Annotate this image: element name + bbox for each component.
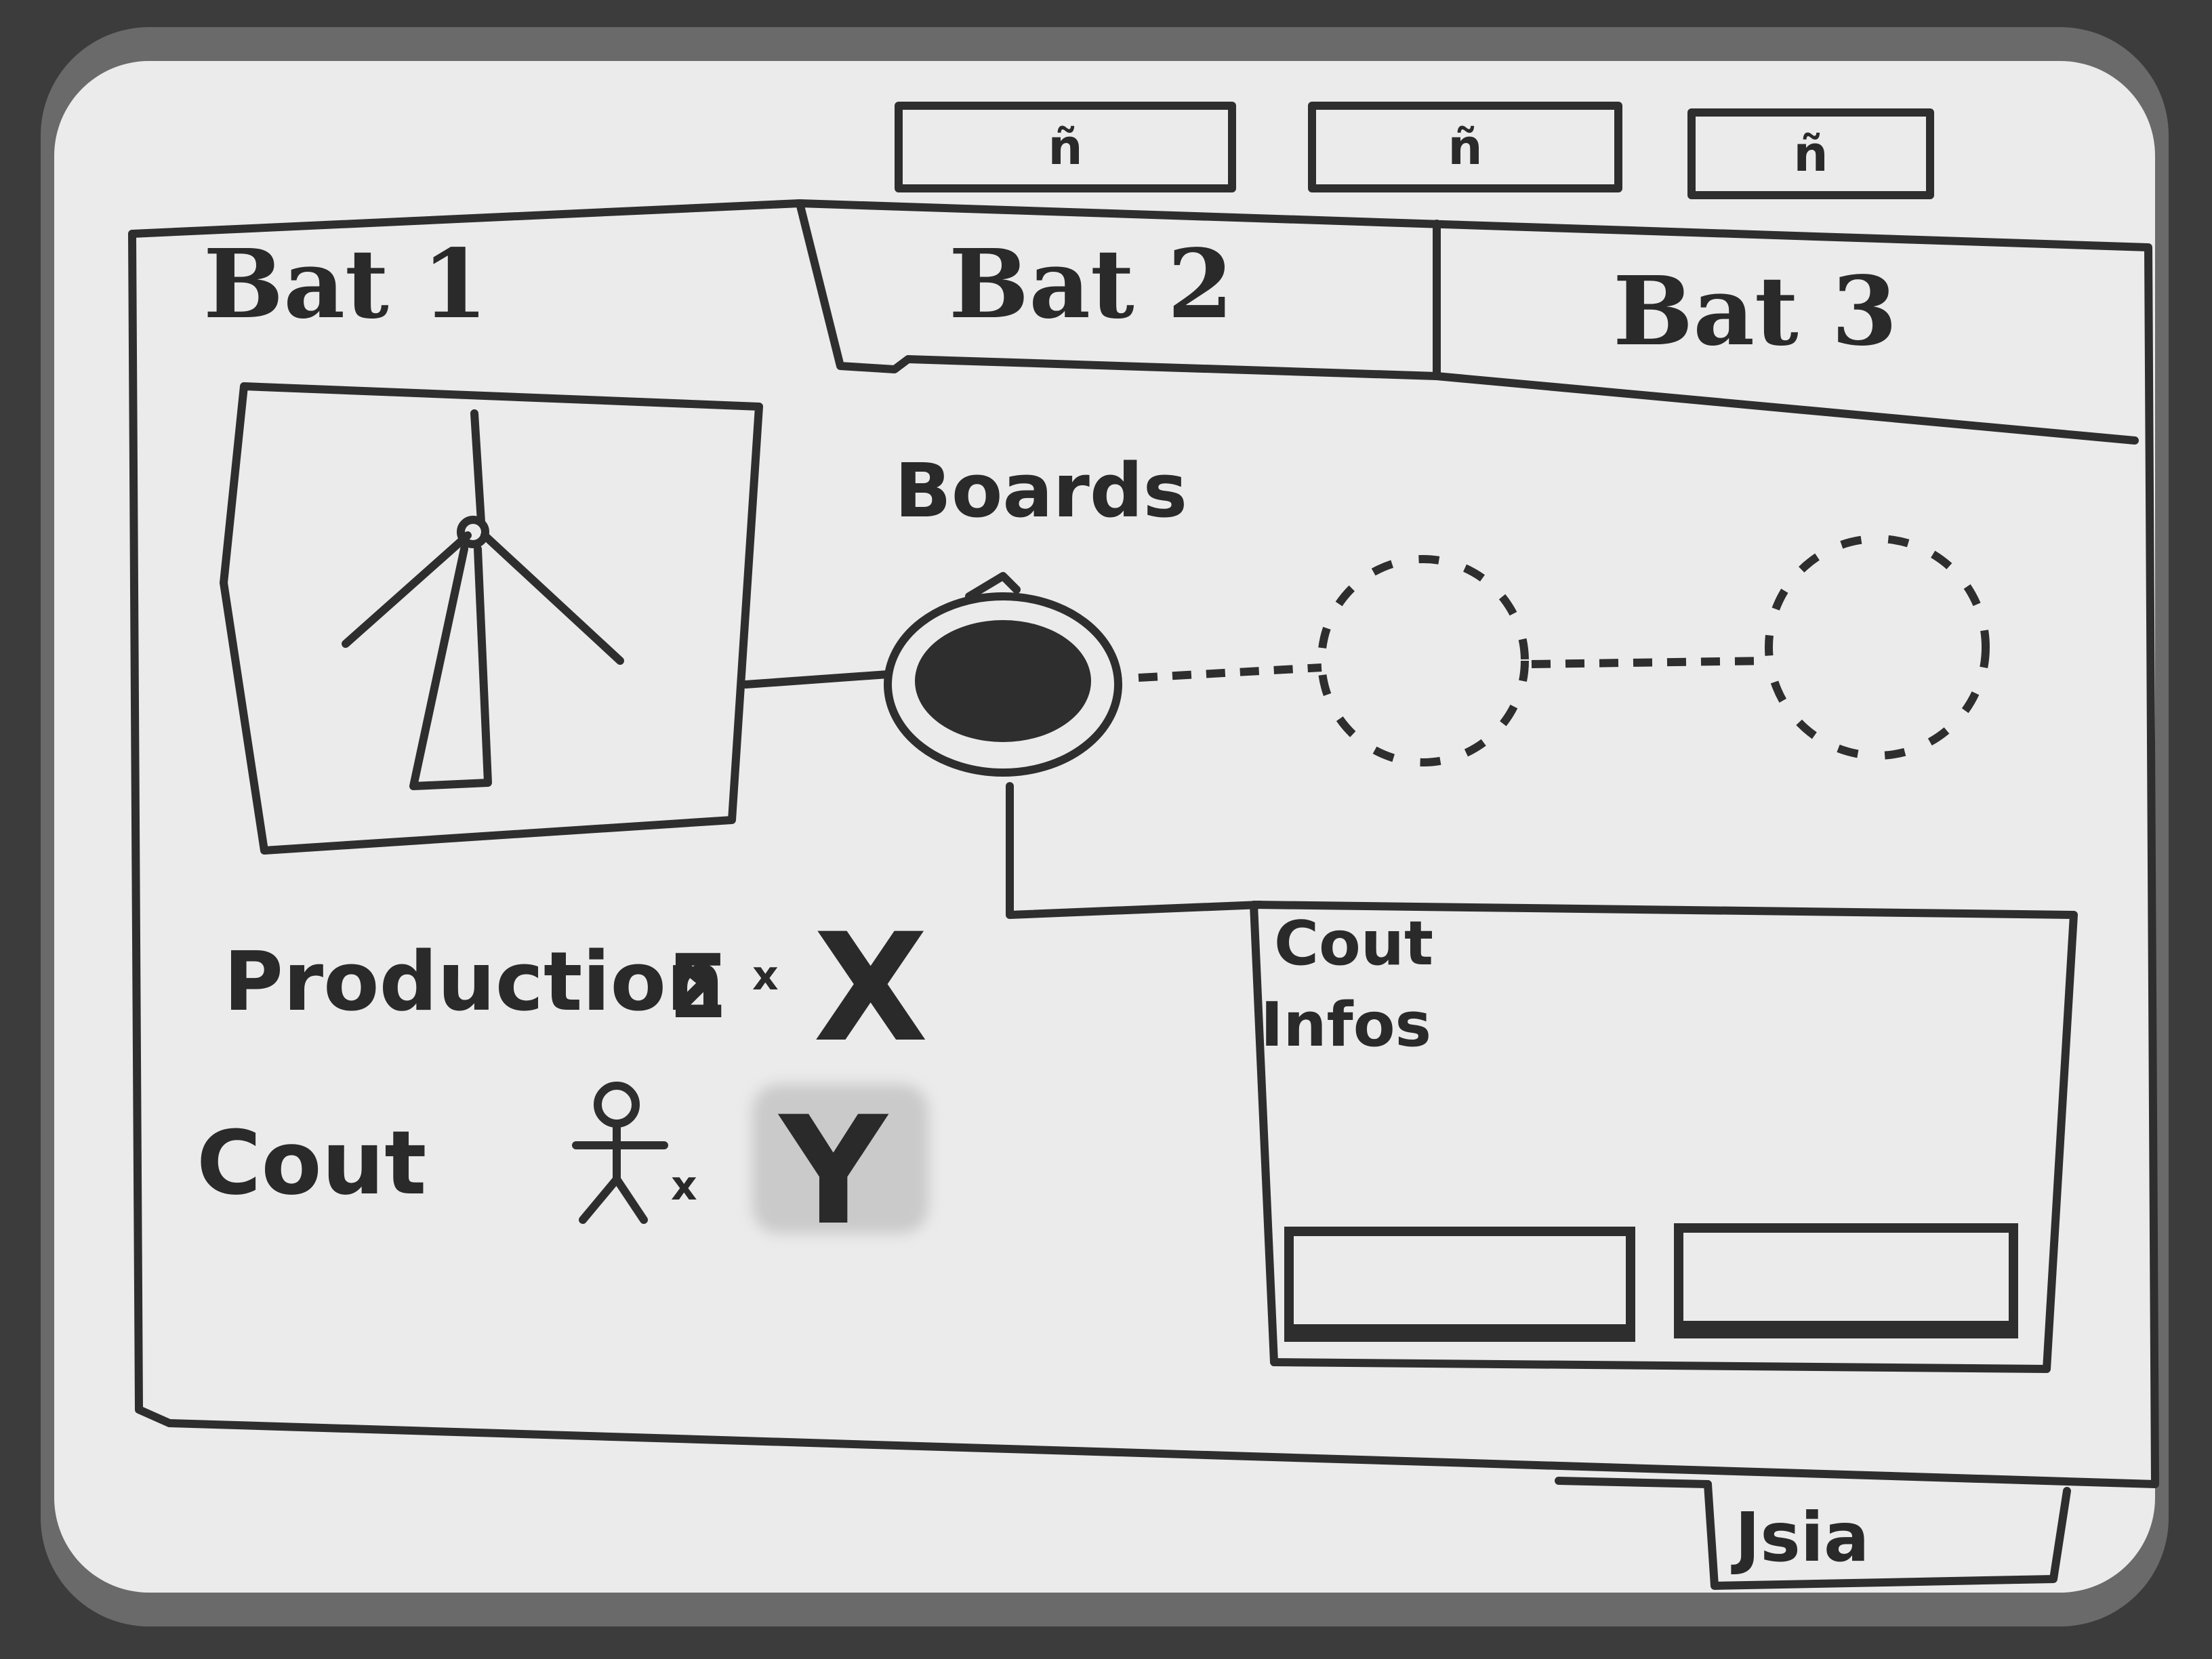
header-button-3-label: ñ xyxy=(1793,125,1828,182)
tab-bat-1[interactable]: Bat 1 xyxy=(203,197,610,373)
active-node[interactable] xyxy=(861,562,1145,786)
dotted-link-2 xyxy=(1531,657,1769,668)
cost-multiplier: x xyxy=(671,1162,697,1210)
tab-bat-1-label: Bat 1 xyxy=(203,229,488,340)
info-panel-button-right[interactable] xyxy=(1674,1223,2018,1338)
cost-label: Cout xyxy=(197,1111,427,1214)
diagram-label: Boards xyxy=(895,447,1188,534)
empty-node-1 xyxy=(1317,555,1529,766)
cost-value: Y xyxy=(779,1084,888,1258)
production-multiplier: x xyxy=(752,952,779,1000)
info-panel-outline xyxy=(1250,901,2078,1373)
header-button-3[interactable]: ñ xyxy=(1687,108,1934,199)
production-value: X xyxy=(813,901,928,1075)
connector-line-down xyxy=(1006,782,1265,919)
connector-line xyxy=(741,670,892,689)
production-label: Production xyxy=(224,935,724,1029)
tab-bat-3-label: Bat 3 xyxy=(1613,256,1898,367)
info-panel-button-left[interactable] xyxy=(1284,1227,1635,1342)
header-button-1-label: ñ xyxy=(1048,119,1083,176)
header-button-2-label: ñ xyxy=(1448,119,1483,176)
info-panel-title: Cout xyxy=(1274,908,1433,979)
info-panel-subtitle: Infos xyxy=(1261,989,1432,1061)
empty-node-2 xyxy=(1765,535,1990,760)
cost-value-highlight xyxy=(752,1084,928,1233)
footer-line xyxy=(1555,1477,1712,1488)
tab-bat-3[interactable]: Bat 3 xyxy=(1613,224,2053,400)
tab-bat-2[interactable]: Bat 2 xyxy=(949,197,1355,373)
image-frame xyxy=(220,382,763,855)
header-button-1[interactable]: ñ xyxy=(895,102,1236,192)
person-icon xyxy=(572,1082,668,1224)
footer-button-outline xyxy=(1704,1480,2071,1590)
sigma-icon: Σ xyxy=(668,935,728,1038)
tab-bat-2-label: Bat 2 xyxy=(949,229,1233,340)
header-button-2[interactable]: ñ xyxy=(1308,102,1622,192)
dotted-link-1 xyxy=(1138,663,1322,682)
footer-button[interactable]: Jsia xyxy=(1735,1498,1870,1577)
tab-underline xyxy=(796,199,2139,445)
footer-button-label: Jsia xyxy=(1735,1498,1870,1577)
wind-turbine-icon xyxy=(342,409,624,790)
